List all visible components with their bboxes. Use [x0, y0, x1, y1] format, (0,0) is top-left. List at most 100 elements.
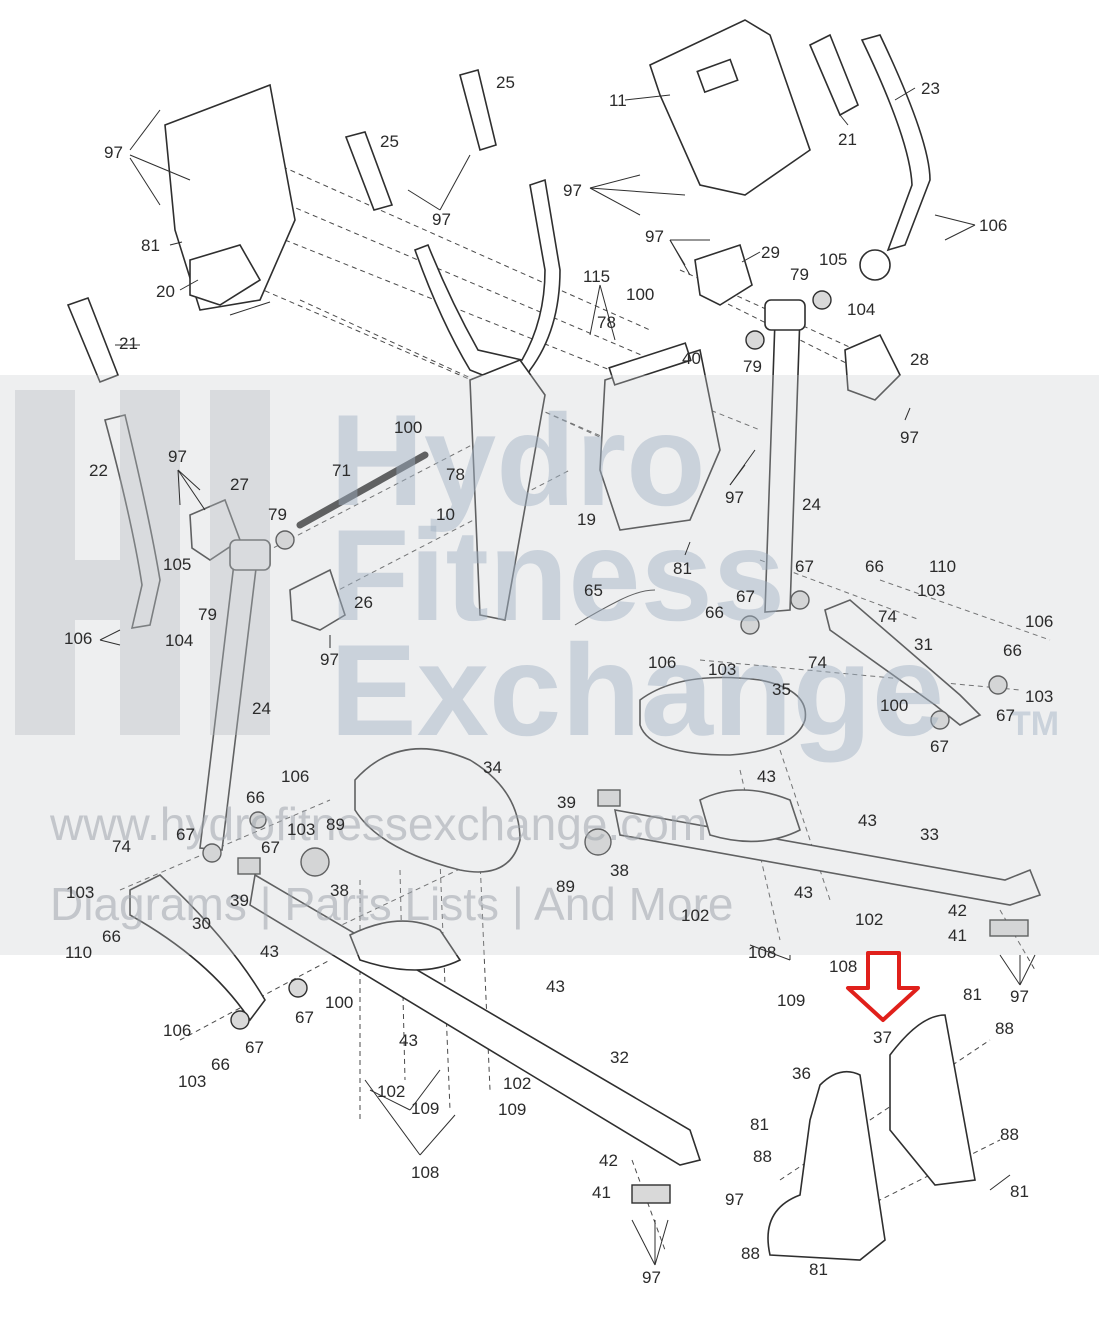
callout-label: 19	[577, 510, 596, 529]
callout-label: 28	[910, 350, 929, 369]
part-right-upper-arm	[860, 34, 931, 252]
callout-label: 11	[609, 91, 627, 110]
watermark-url: www.hydrofitnessexchange.com	[49, 798, 707, 850]
callout-label: 24	[252, 699, 271, 718]
callout-label: 108	[829, 957, 857, 976]
callout-label: 43	[858, 811, 877, 830]
callout-label: 81	[963, 985, 982, 1004]
callout-label: 21	[119, 334, 138, 353]
callout-label: 108	[411, 1163, 439, 1182]
callout-label: 103	[66, 883, 94, 902]
callout-label: 43	[794, 883, 813, 902]
callout-label: 39	[230, 891, 249, 910]
callout-label: 97	[725, 1190, 744, 1209]
callout-label: 65	[584, 581, 603, 600]
callout-label: 81	[809, 1260, 828, 1279]
callout-label: 38	[610, 861, 629, 880]
part-handle-grip-2	[344, 131, 394, 211]
part-front-shroud	[599, 348, 721, 531]
callout-label: 97	[563, 181, 582, 200]
part-right-crank-arm	[824, 599, 982, 726]
part-left-cover-26	[289, 568, 346, 631]
part-left-cover-27	[189, 498, 241, 561]
callout-label: 79	[198, 605, 217, 624]
callout-label: 110	[65, 943, 92, 962]
callout-label: 104	[165, 631, 193, 650]
callout-label: 97	[725, 488, 744, 507]
callout-label: 66	[1003, 641, 1022, 660]
callout-label: 100	[626, 285, 654, 304]
callout-label: 74	[112, 837, 131, 856]
watermark-tagline: Diagrams | Parts Lists | And More	[50, 878, 733, 930]
part-rear-shroud-36	[767, 1070, 886, 1261]
callout-labels: 97 25 25 97 11 21 23 97 106 81 20 97 29 …	[64, 73, 1053, 1287]
part-right-cover-29	[694, 243, 753, 306]
callout-label: 10	[436, 505, 455, 524]
callout-label: 109	[411, 1099, 439, 1118]
highlight-arrow	[846, 951, 920, 1022]
callout-label: 109	[777, 991, 805, 1010]
callout-label: 79	[790, 265, 809, 284]
callout-label: 103	[1025, 687, 1053, 706]
callout-label: 67	[295, 1008, 314, 1027]
callout-label: 37	[873, 1028, 892, 1047]
callout-label: 25	[496, 73, 515, 92]
callout-label: 97	[168, 447, 187, 466]
part-left-pedal	[354, 748, 521, 873]
callout-label: 104	[847, 300, 875, 319]
callout-label: 66	[705, 603, 724, 622]
callout-label: 102	[681, 906, 709, 925]
parts	[66, 19, 1042, 1261]
callout-label: 23	[921, 79, 940, 98]
callout-label: 97	[320, 650, 339, 669]
callout-label: 33	[920, 825, 939, 844]
callout-label: 110	[929, 557, 956, 576]
callout-label: 97	[1010, 987, 1029, 1006]
callout-label: 106	[64, 629, 92, 648]
watermark-band	[0, 375, 1099, 955]
callout-label: 71	[332, 461, 351, 480]
part-wire-harness	[574, 589, 656, 626]
callout-label: 43	[399, 1031, 418, 1050]
part-right-cover-28	[844, 333, 901, 401]
callout-label: 97	[642, 1268, 661, 1287]
callout-label: 36	[792, 1064, 811, 1083]
callout-label: 67	[245, 1038, 264, 1057]
callout-label: 105	[163, 555, 191, 574]
watermark-tm: TM	[1010, 705, 1059, 743]
callout-label: 31	[914, 635, 933, 654]
callout-label: 100	[325, 993, 353, 1012]
callout-label: 109	[498, 1100, 526, 1119]
watermark-line2: Fitness	[330, 502, 785, 648]
callout-label: 78	[597, 313, 616, 332]
callout-label: 115	[583, 267, 610, 286]
callout-label: 78	[446, 465, 465, 484]
callout-label: 81	[750, 1115, 769, 1134]
watermark: Hydro Fitness Exchange TM www.hydrofitne…	[0, 375, 1099, 955]
callout-label: 67	[736, 587, 755, 606]
callout-label: 81	[1010, 1182, 1029, 1201]
part-handle-grip-1	[459, 69, 497, 152]
callout-label: 67	[261, 838, 280, 857]
part-axle	[296, 451, 429, 529]
callout-label: 42	[948, 901, 967, 920]
callout-label: 41	[592, 1183, 611, 1202]
callout-label: 88	[1000, 1125, 1019, 1144]
callout-label: 67	[996, 706, 1015, 725]
callout-label: 34	[483, 758, 502, 777]
callout-label: 39	[557, 793, 576, 812]
callout-label: 97	[432, 210, 451, 229]
callout-label: 29	[761, 243, 780, 262]
callout-label: 106	[1025, 612, 1053, 631]
callout-label: 103	[287, 820, 315, 839]
callout-label: 22	[89, 461, 108, 480]
callout-label: 89	[556, 877, 575, 896]
part-console	[649, 19, 811, 196]
callout-label: 103	[917, 581, 945, 600]
callout-label: 102	[503, 1074, 531, 1093]
callout-label: 20	[156, 282, 175, 301]
callout-label: 74	[878, 607, 897, 626]
part-mast	[469, 359, 546, 621]
